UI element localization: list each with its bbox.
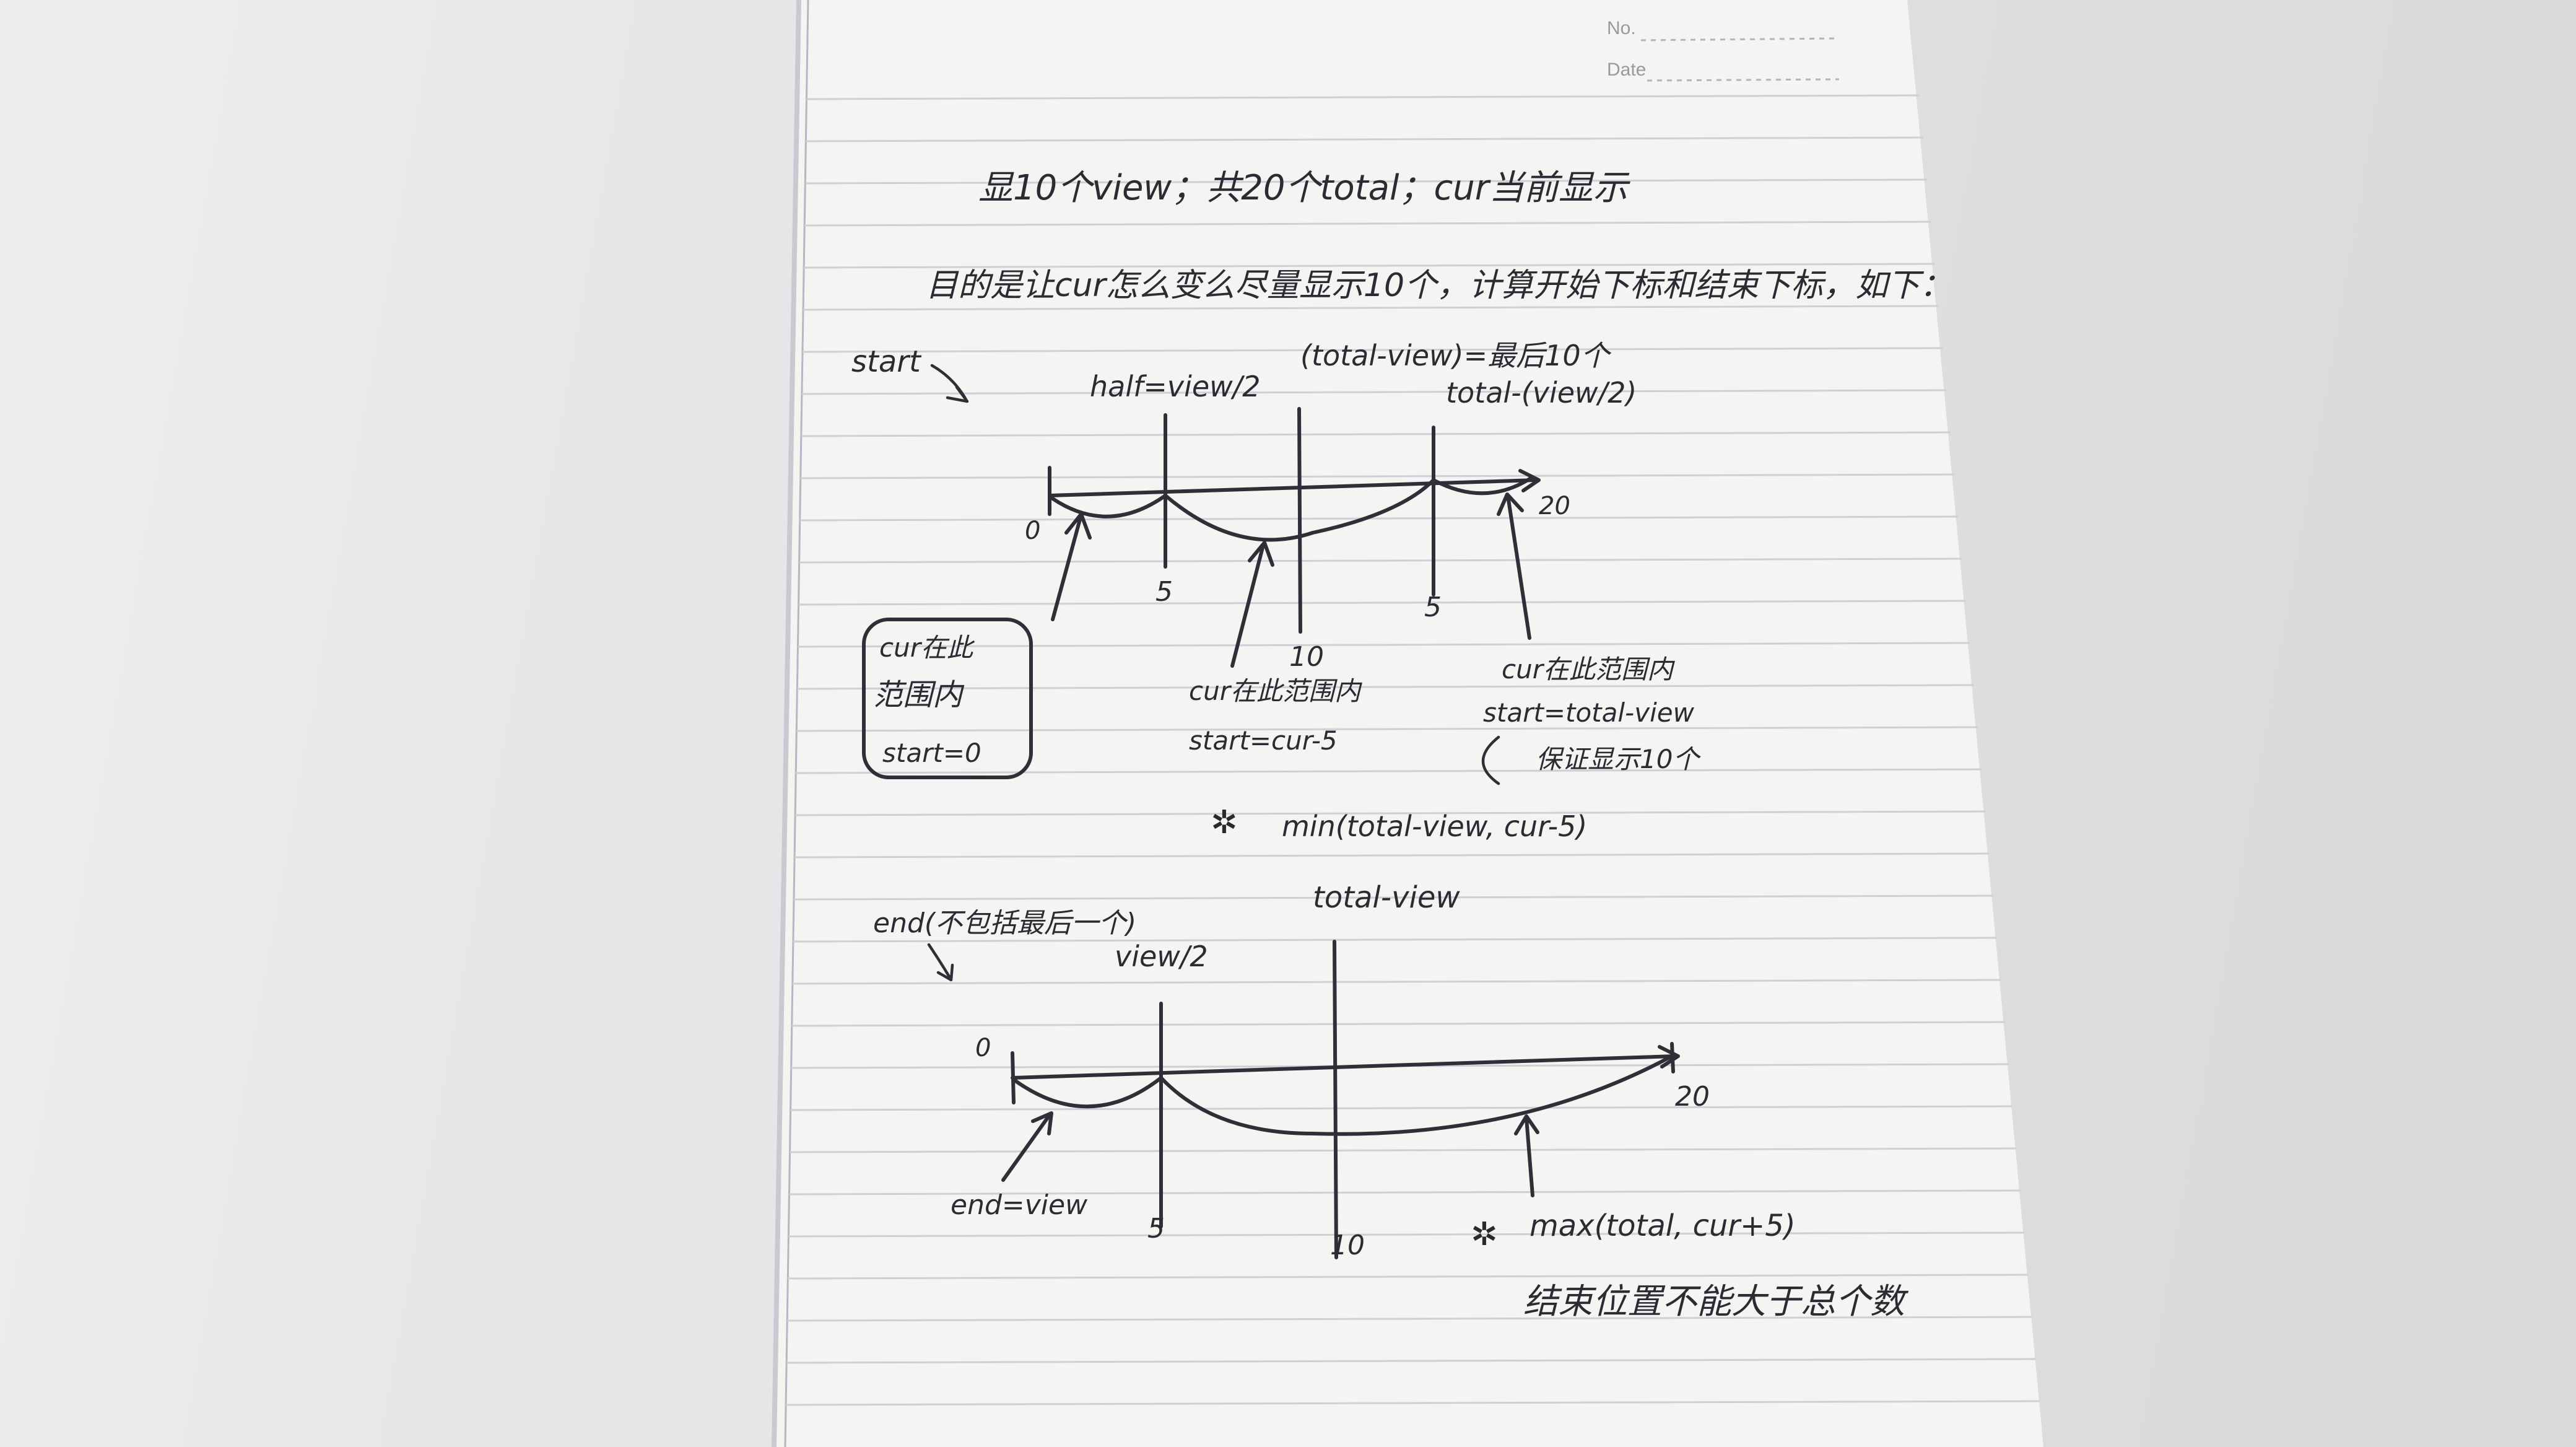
d2-formula: max(total, cur+5) <box>1530 1209 1796 1243</box>
d2-note: 结束位置不能大于总个数 <box>1523 1282 1909 1322</box>
d1-right-line-2: start=total-view <box>1483 697 1695 728</box>
d2-view-half-label: view/2 <box>1115 940 1208 973</box>
d1-right-bracket <box>1481 735 1500 785</box>
d1-arc-right <box>1432 475 1534 496</box>
ruled-line <box>793 894 1993 901</box>
d1-tick-10-label: 10 <box>1289 641 1324 673</box>
d2-tick-20-label: 20 <box>1675 1081 1710 1113</box>
d2-arc-left <box>1014 1076 1163 1109</box>
d1-total-view-label: (total-view)=最后10个 <box>1300 339 1612 372</box>
date-dotted-line <box>1647 78 1840 82</box>
d1-mid-line-2: start=cur-5 <box>1189 725 1338 756</box>
d1-note-box <box>862 618 1033 779</box>
notebook-page <box>625 0 2043 1447</box>
ruled-line <box>806 94 1920 100</box>
d2-total-view-label: total-view <box>1313 880 1460 915</box>
d1-mid-line-1: cur在此范围内 <box>1189 676 1362 706</box>
d1-box-line-2: 范围内 <box>873 678 965 712</box>
d1-start-label: start <box>851 344 922 379</box>
d2-axis-arrowhead <box>1658 1045 1680 1069</box>
ruled-line <box>789 1189 2021 1196</box>
d2-end-view-label: end=view <box>951 1189 1088 1221</box>
binding-edge <box>772 0 801 1447</box>
margin-line <box>784 0 809 1447</box>
ruled-line <box>805 178 1928 185</box>
ruled-line <box>790 1147 2017 1153</box>
ruled-line <box>792 979 2001 985</box>
d1-arrow-right <box>1497 492 1531 640</box>
d2-tick-10-label: 10 <box>1330 1230 1365 1261</box>
d1-tick-10 <box>1297 407 1302 634</box>
ruled-line <box>787 1316 2032 1322</box>
ruled-line <box>800 473 1955 479</box>
ruled-line <box>803 305 1939 311</box>
note-line-2: 目的是让cur怎么变么尽量显示10个，计算开始下标和结束下标，如下： <box>926 267 1952 304</box>
d2-end-arrow <box>927 943 954 982</box>
d2-axis <box>1011 1054 1677 1080</box>
d1-arrow-mid <box>1230 541 1274 668</box>
d1-arc-left <box>1051 494 1167 518</box>
d2-star-icon: ✲ <box>1471 1216 1498 1253</box>
ruled-line <box>788 1274 2028 1280</box>
ruled-line <box>795 810 1986 816</box>
ruled-line <box>804 221 1931 227</box>
d1-tick-5b-label: 5 <box>1424 592 1442 623</box>
ruled-line <box>790 1105 2012 1111</box>
ruled-line <box>799 557 1962 564</box>
no-label: No. <box>1607 18 1636 38</box>
d1-formula: min(total-view, cur-5) <box>1282 810 1587 843</box>
ruled-line <box>798 642 1970 648</box>
d1-start-arrow <box>930 364 969 403</box>
d1-axis-arrowhead <box>1518 469 1541 492</box>
ruled-line <box>801 431 1951 437</box>
ruled-line <box>786 1358 2036 1364</box>
d1-tick-20-label: 20 <box>1539 492 1570 520</box>
ruled-line <box>793 937 1997 943</box>
d1-right-line-1: cur在此范围内 <box>1502 654 1675 684</box>
d1-tick-0-label: 0 <box>1025 517 1040 545</box>
d1-box-line-3: start=0 <box>882 738 981 768</box>
d2-arrow-left <box>1001 1111 1053 1182</box>
no-dotted-line <box>1640 37 1840 42</box>
ruled-line <box>788 1231 2024 1238</box>
d2-arrow-right <box>1514 1114 1539 1197</box>
ruled-line <box>791 1021 2005 1027</box>
d1-arc-mid <box>1164 478 1435 542</box>
d1-right-line-3: 保证显示10个 <box>1536 744 1701 774</box>
ruled-line <box>806 136 1923 142</box>
d1-box-line-1: cur在此 <box>879 632 975 663</box>
d1-total-half-label: total-(view/2) <box>1446 376 1637 409</box>
d1-arrow-left <box>1051 512 1092 621</box>
d1-star-icon: ✲ <box>1211 804 1238 841</box>
notebook-binding <box>625 0 799 1447</box>
d1-half-label: half=view/2 <box>1090 370 1261 403</box>
ruled-line <box>799 515 1959 522</box>
ruled-line <box>804 263 1935 269</box>
d2-tick-0 <box>1011 1051 1016 1104</box>
ruled-line <box>798 600 1966 606</box>
ruled-lines <box>786 94 2040 1406</box>
note-line-1: 显10个view；共20个total；cur当前显示 <box>978 168 1631 208</box>
ruled-line <box>796 726 1978 732</box>
d2-arc-right <box>1159 1054 1674 1136</box>
d2-end-label: end(不包括最后一个) <box>873 907 1136 939</box>
ruled-line <box>786 1400 2040 1406</box>
ruled-line <box>796 768 1982 774</box>
d1-tick-5a-label: 5 <box>1155 576 1173 608</box>
d2-tick-0-label: 0 <box>975 1034 991 1062</box>
ruled-line <box>802 347 1943 353</box>
ruled-line <box>797 684 1974 690</box>
ruled-line <box>801 389 1947 395</box>
date-label: Date <box>1607 59 1646 80</box>
ruled-line <box>794 852 1990 859</box>
d2-tick-5-label: 5 <box>1147 1213 1165 1244</box>
d2-tick-10 <box>1333 940 1338 1259</box>
d1-axis <box>1048 478 1538 497</box>
